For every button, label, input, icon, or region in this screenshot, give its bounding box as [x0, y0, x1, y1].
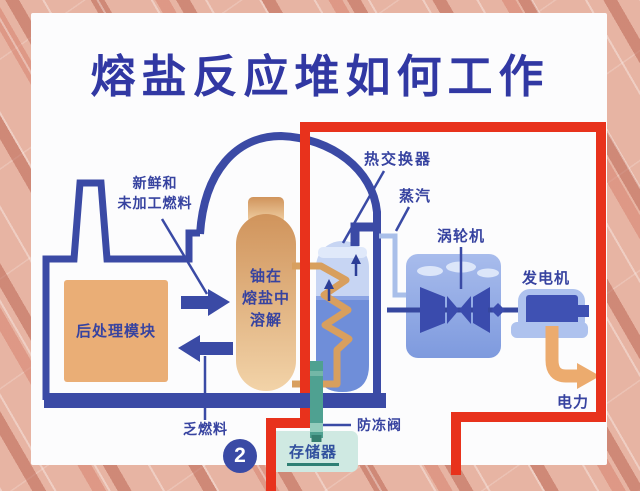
steam-pipe — [379, 233, 406, 298]
fresh-fuel-line — [160, 218, 209, 295]
steam-label: 蒸汽 — [399, 188, 432, 205]
step-number-badge: 2 — [223, 439, 257, 473]
reprocessing-module-label: 后处理模块 — [75, 323, 156, 340]
generator-label: 发电机 — [522, 270, 571, 287]
storage-tank-label: 存储器 — [268, 443, 358, 466]
factory-building-outline — [42, 179, 200, 400]
fresh-fuel-arrow — [181, 289, 230, 316]
red-loop-boundary — [266, 122, 606, 491]
spent-fuel-label: 乏燃料 — [183, 421, 228, 437]
reactor-vessel — [236, 197, 296, 391]
page-title: 熔盐反应堆如何工作 — [90, 51, 550, 102]
reactor-vessel-label: 铀在 熔盐中 溶解 — [241, 268, 290, 329]
power-arrow — [545, 326, 600, 389]
steam-line — [394, 206, 411, 232]
reprocessing-module-box — [64, 280, 168, 382]
containment-dome — [196, 131, 381, 400]
spent-fuel-arrow — [178, 335, 233, 362]
exchanger-riser-pipe — [350, 222, 376, 246]
flow-up-arrows — [324, 254, 361, 301]
floor-bar — [44, 393, 386, 408]
salt-loop-coil — [292, 262, 353, 388]
fresh-fuel-label: 新鲜和 未加工燃料 — [117, 175, 193, 211]
callout-lines — [160, 170, 463, 427]
turbine-label: 涡轮机 — [437, 228, 486, 245]
heat-exchanger-line — [341, 170, 386, 244]
freeze-valve-label: 防冻阀 — [357, 417, 402, 433]
generator-unit — [488, 289, 589, 338]
freeze-valve-pipe — [310, 361, 323, 442]
electric-power-label: 电力 — [557, 394, 590, 411]
heat-exchanger-label: 热交换器 — [364, 151, 433, 168]
storage-tank-box — [267, 431, 358, 472]
